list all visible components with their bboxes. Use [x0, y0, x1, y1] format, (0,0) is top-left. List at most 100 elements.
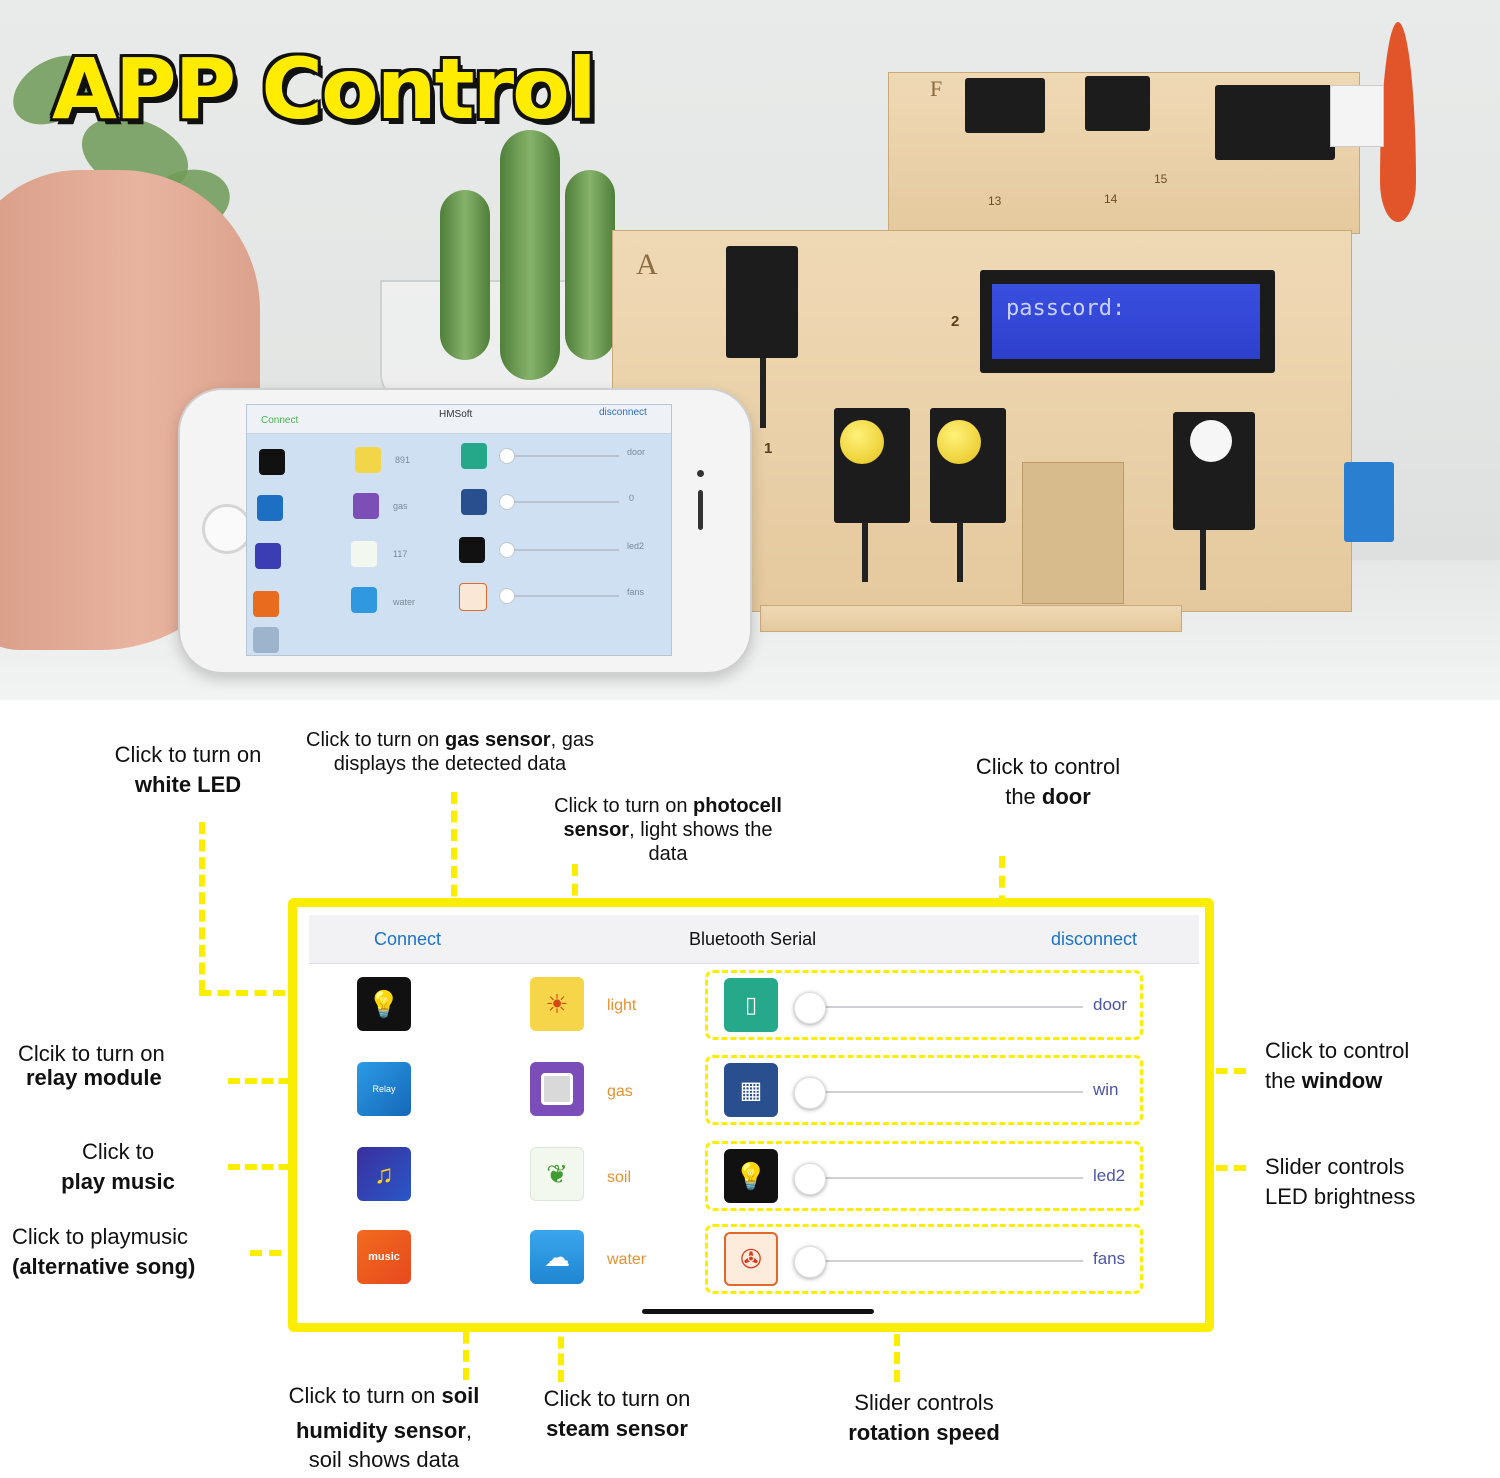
- note-music: Click to play music: [61, 1139, 175, 1194]
- music-icon: ♫: [374, 1158, 394, 1189]
- board-letter-a: A: [636, 248, 658, 281]
- phone-connect-link: Connect: [261, 415, 299, 426]
- page-title: APP Control: [52, 40, 597, 138]
- note-gas: Click to turn on gas sensor, gas display…: [306, 729, 594, 775]
- note-soil: Click to turn on soil humidity sensor, s…: [288, 1383, 480, 1473]
- yellow-button: [840, 420, 884, 464]
- led2-button[interactable]: 💡: [724, 1149, 778, 1203]
- window-icon: [461, 489, 487, 515]
- play-music-alt-button[interactable]: music: [357, 1230, 411, 1284]
- phone-app-header: Connect HMSoft disconnect: [247, 405, 671, 434]
- note-rotation: Slider controls rotation speed: [848, 1390, 1000, 1445]
- marker-1: 1: [764, 440, 773, 457]
- phone-app-title: HMSoft: [439, 409, 473, 420]
- blank-icon: [253, 627, 279, 653]
- light-sensor-icon: [355, 447, 381, 473]
- wire: [760, 358, 766, 428]
- music-alt-icon: [253, 591, 279, 617]
- disconnect-button[interactable]: disconnect: [1051, 929, 1138, 949]
- window-slider-group: ▦ win: [705, 1055, 1143, 1125]
- board-letter-f: F: [930, 76, 943, 101]
- note-relay: Clcik to turn on relay module: [18, 1041, 165, 1091]
- water-sensor-button[interactable]: ☁: [530, 1230, 584, 1284]
- fans-slider-knob[interactable]: [794, 1246, 826, 1278]
- phone-speaker: [698, 490, 703, 530]
- window-slider-track[interactable]: [803, 1091, 1083, 1093]
- play-music-button[interactable]: ♫: [357, 1147, 411, 1201]
- marker-14: 14: [1104, 192, 1118, 206]
- led2-slider-label: led2: [1093, 1166, 1126, 1185]
- led2-slider-track[interactable]: [803, 1177, 1083, 1179]
- led2-slider-group: 💡 led2: [705, 1141, 1143, 1211]
- product-photo: F 13 14 15 A 2 1 passcord: Connect HMSof…: [0, 0, 1500, 700]
- door-slider-track[interactable]: [803, 1006, 1083, 1008]
- soil-sensor-icon: [351, 541, 377, 567]
- light-reading: light: [607, 997, 637, 1014]
- phone-fans-slider: [499, 595, 619, 597]
- note-steam: Click to turn on steam sensor: [543, 1386, 691, 1441]
- note-white-led: Click to turn on white LED: [114, 742, 262, 797]
- relay-icon: Relay: [372, 1084, 396, 1094]
- wire: [862, 522, 868, 582]
- water-reading: water: [607, 1251, 647, 1268]
- window-icon: ▦: [739, 1076, 763, 1104]
- app-title: Bluetooth Serial: [689, 929, 817, 949]
- fan-blade: [1380, 22, 1416, 222]
- phone-led2-slider: [499, 549, 619, 551]
- leader-white-led: [199, 822, 205, 992]
- relay-button[interactable]: Relay: [357, 1062, 411, 1116]
- note-window: Click to control the window: [1265, 1038, 1410, 1093]
- door-button[interactable]: ▯: [724, 978, 778, 1032]
- lcd-display: passcord:: [980, 270, 1275, 373]
- fans-slider-group: ✇ fans: [705, 1224, 1143, 1294]
- gas-sensor-icon: [541, 1073, 573, 1105]
- sensor-module: [1085, 76, 1150, 131]
- fan-button[interactable]: ✇: [724, 1232, 778, 1286]
- window-button[interactable]: ▦: [724, 1063, 778, 1117]
- phone-screen: Connect HMSoft disconnect 891 gas 117 wa…: [246, 404, 672, 656]
- phone-slider-led2-label: led2: [627, 541, 645, 551]
- sensor-module: [965, 78, 1045, 133]
- water-sensor-icon: ☁: [544, 1241, 570, 1272]
- phone-disconnect-link: disconnect: [599, 407, 647, 418]
- note-music-alt: Click to playmusic (alternative song): [12, 1224, 196, 1279]
- phone-led2-knob: [499, 542, 515, 558]
- phone-window-slider: [499, 501, 619, 503]
- light-sensor-button[interactable]: ☀: [530, 977, 584, 1031]
- phone-window-knob: [499, 494, 515, 510]
- white-led-button[interactable]: 💡: [357, 977, 411, 1031]
- phone-reading-gas: gas: [393, 501, 408, 511]
- yellow-button: [937, 420, 981, 464]
- phone-slider-window-label: 0: [629, 493, 635, 503]
- door-slider-group: ▯ door: [705, 970, 1143, 1040]
- led2-icon: 💡: [734, 1160, 768, 1191]
- relay-icon: [257, 495, 283, 521]
- wire: [1200, 530, 1206, 590]
- fans-slider-track[interactable]: [803, 1260, 1083, 1262]
- app-screenshot-frame: Connect Bluetooth Serial disconnect 💡 Re…: [288, 898, 1214, 1332]
- smartphone: Connect HMSoft disconnect 891 gas 117 wa…: [178, 388, 752, 674]
- fan-icon: [459, 583, 487, 611]
- door-slider-knob[interactable]: [794, 992, 826, 1024]
- led-module: [726, 246, 798, 358]
- note-led-brightness: Slider controls LED brightness: [1265, 1154, 1416, 1209]
- relay-block: [1344, 462, 1394, 542]
- door-icon: ▯: [744, 992, 758, 1017]
- led-icon: 💡: [367, 988, 401, 1019]
- fans-slider-label: fans: [1093, 1249, 1126, 1268]
- phone-slider-fans-label: fans: [627, 587, 645, 597]
- window-slider-knob[interactable]: [794, 1077, 826, 1109]
- note-photocell: Click to turn on photocell sensor, light…: [554, 795, 782, 865]
- gas-sensor-button[interactable]: [530, 1062, 584, 1116]
- home-indicator: [642, 1309, 874, 1314]
- soil-reading: soil: [607, 1169, 632, 1186]
- soil-sensor-button[interactable]: ❦: [530, 1147, 584, 1201]
- phone-door-slider: [499, 455, 619, 457]
- connect-button[interactable]: Connect: [374, 929, 442, 949]
- phone-reading-water: water: [393, 597, 416, 607]
- app-header: Connect Bluetooth Serial disconnect: [309, 915, 1199, 964]
- led2-slider-knob[interactable]: [794, 1163, 826, 1195]
- music-icon: [255, 543, 281, 569]
- phone-reading-soil: 117: [393, 549, 408, 559]
- home-button: [202, 504, 252, 554]
